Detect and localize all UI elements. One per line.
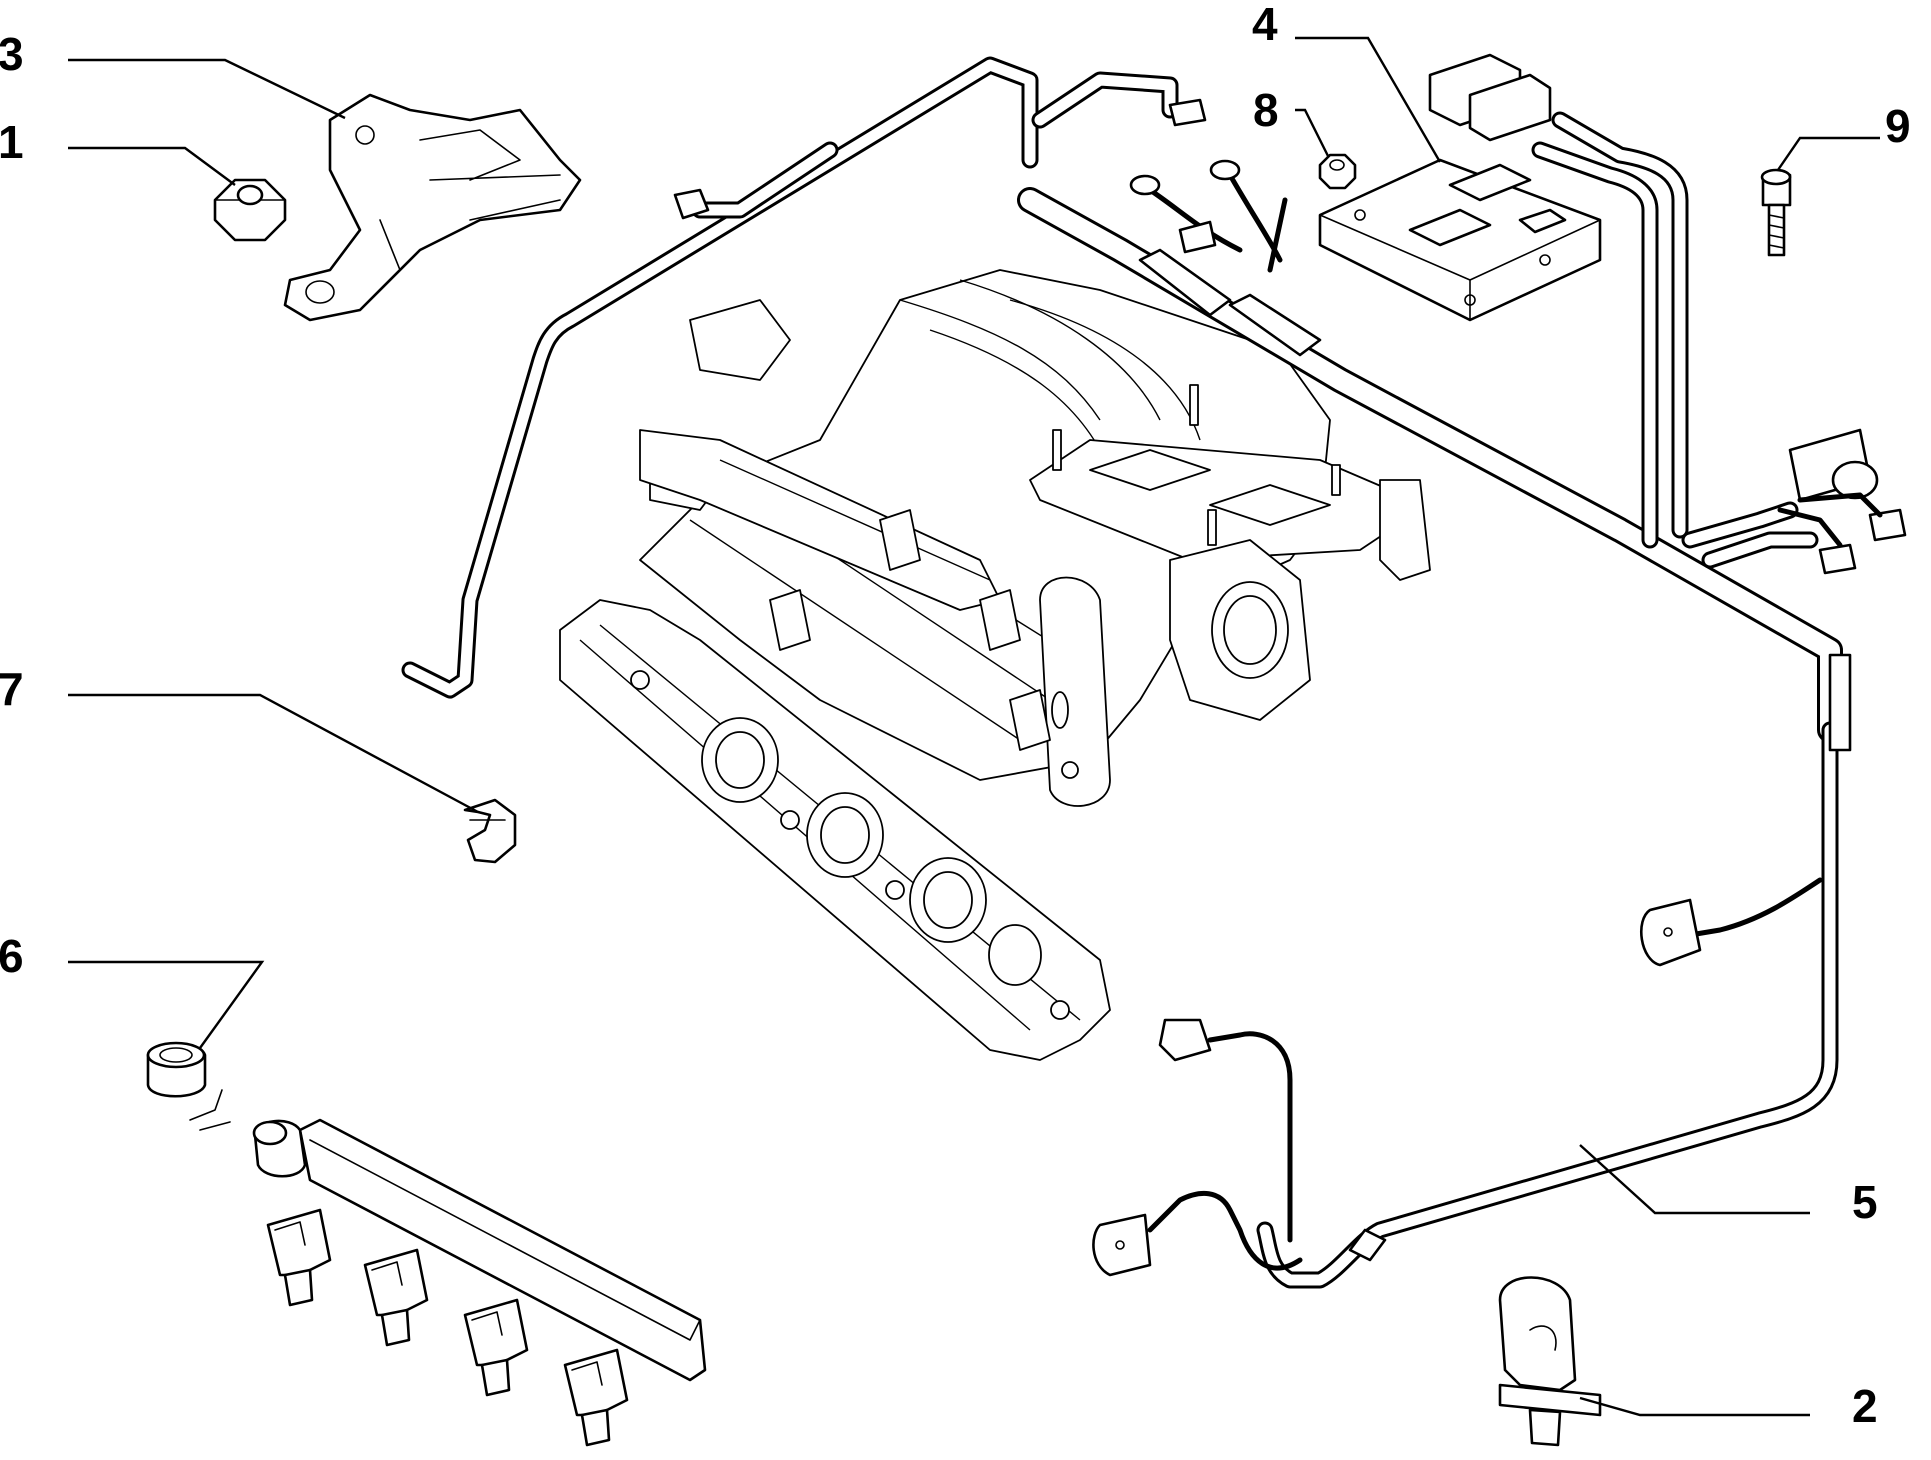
clip-part-7 (463, 798, 517, 864)
nut-part-8 (1318, 153, 1357, 190)
bracket-part-3 (283, 93, 582, 322)
callout-3: 3 (0, 28, 24, 80)
leader-3 (68, 58, 346, 120)
callout-6: 6 (0, 930, 24, 982)
clip-part-2 (1498, 1276, 1602, 1447)
leader-5 (1579, 1144, 1810, 1215)
leader-6 (68, 960, 265, 1049)
fuel-rail-part-6 (146, 1041, 707, 1447)
control-unit-part-4 (1318, 53, 1602, 322)
callout-labels: 3 1 7 6 4 8 9 5 2 (0, 0, 1911, 1432)
bolt-part-9 (1760, 168, 1792, 257)
callout-5: 5 (1852, 1176, 1878, 1228)
intake-manifold-engine (559, 269, 1431, 1061)
leader-1 (68, 146, 236, 186)
injector (463, 1298, 529, 1397)
callout-8: 8 (1253, 84, 1279, 136)
callout-2: 2 (1852, 1380, 1878, 1432)
injector (363, 1248, 429, 1347)
callout-7: 7 (0, 663, 24, 715)
leader-8 (1295, 108, 1330, 157)
injector (266, 1208, 332, 1307)
injector (563, 1348, 629, 1447)
leader-7 (68, 693, 479, 814)
leader-2 (1579, 1396, 1810, 1417)
leader-9 (1777, 136, 1880, 171)
wiring-harness (401, 56, 1907, 1289)
leader-4 (1295, 36, 1442, 163)
callout-9: 9 (1885, 100, 1911, 152)
leader-lines (68, 36, 1880, 1417)
callout-4: 4 (1252, 0, 1278, 50)
nut-part-1 (213, 178, 287, 242)
callout-1: 1 (0, 116, 24, 168)
